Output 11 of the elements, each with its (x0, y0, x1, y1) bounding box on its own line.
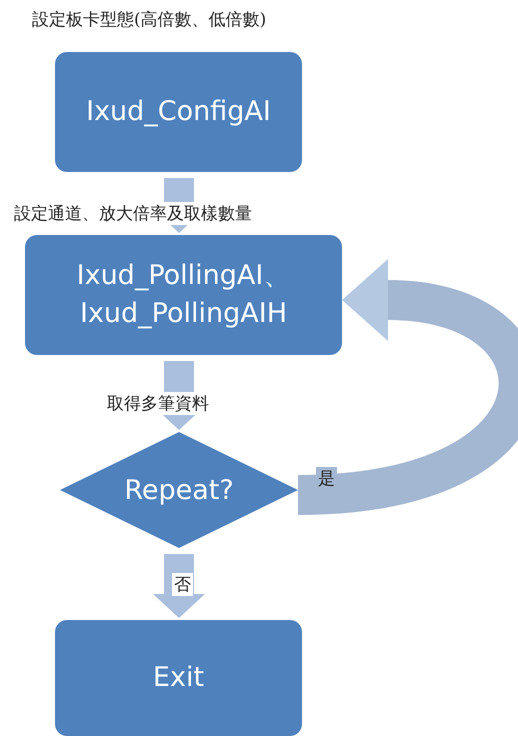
decision-diamond (60, 432, 298, 548)
block-arrow (153, 554, 205, 618)
process-box: Exit (55, 620, 302, 736)
edge-label: 取得多筆資料 (105, 392, 211, 415)
block-arrow (296, 259, 518, 515)
decision-text: Repeat? (124, 474, 234, 506)
edge-label: 是 (316, 467, 337, 490)
step-note: 設定通道、放大倍率及取樣數量 (12, 202, 254, 225)
process-box: Ixud_ConfigAI (55, 52, 302, 172)
edge-label: 否 (172, 573, 193, 596)
process-box: Ixud_PollingAI、 Ixud_PollingAIH (25, 235, 342, 355)
